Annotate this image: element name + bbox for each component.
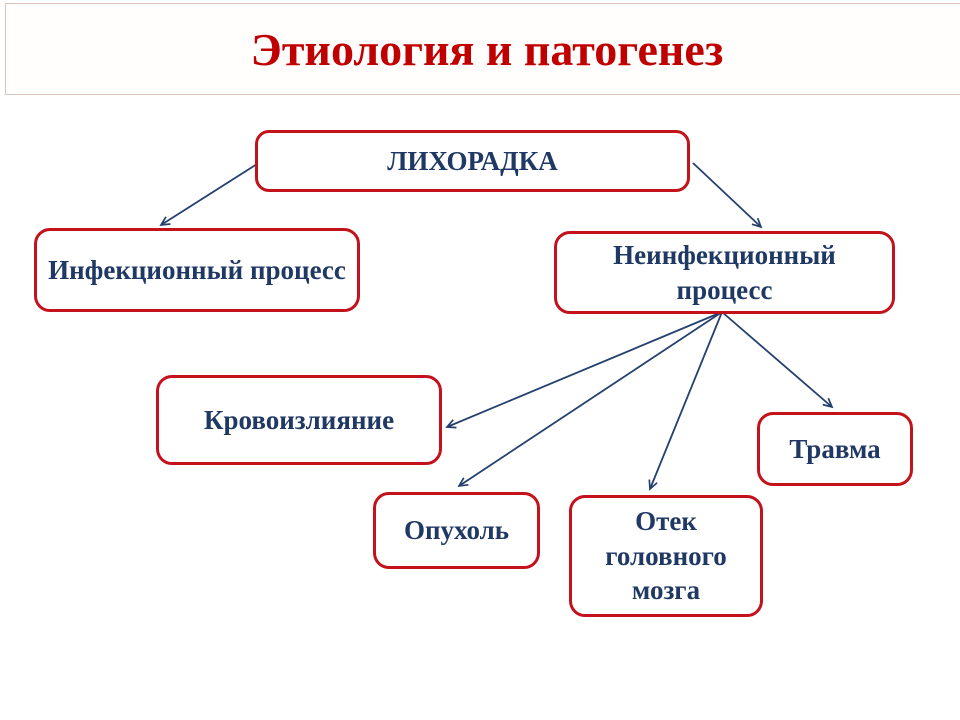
node-brain-edema: Отек головного мозга xyxy=(569,495,763,617)
node-hemorrhage-label: Кровоизлияние xyxy=(203,404,395,435)
node-fever-label: ЛИХОРАДКА xyxy=(387,145,558,176)
edge-noninfectious-tumor xyxy=(457,311,723,488)
edge-noninfectious-trauma xyxy=(721,311,834,409)
node-fever: ЛИХОРАДКА xyxy=(255,130,690,192)
node-trauma: Травма xyxy=(757,412,913,486)
edge-noninfectious-hemorrhage xyxy=(445,311,723,429)
edge-fever-noninfectious xyxy=(692,162,763,229)
slide-title-box: Этиология и патогенез xyxy=(5,3,960,95)
node-noninfectious-process-label: Неинфекционный процесс xyxy=(613,239,836,305)
node-infectious-process: Инфекционный процесс xyxy=(34,228,360,312)
node-infectious-process-label: Инфекционный процесс xyxy=(48,254,346,285)
slide-title: Этиология и патогенез xyxy=(250,23,724,75)
edge-fever-infectious xyxy=(159,163,258,227)
node-brain-edema-label: Отек головного мозга xyxy=(605,506,727,606)
edge-noninfectious-brain-edema xyxy=(648,311,723,491)
node-trauma-label: Травма xyxy=(789,433,881,464)
node-tumor-label: Опухоль xyxy=(403,515,510,546)
node-tumor: Опухоль xyxy=(373,492,540,569)
node-noninfectious-process: Неинфекционный процесс xyxy=(554,231,895,314)
node-hemorrhage: Кровоизлияние xyxy=(156,375,442,465)
